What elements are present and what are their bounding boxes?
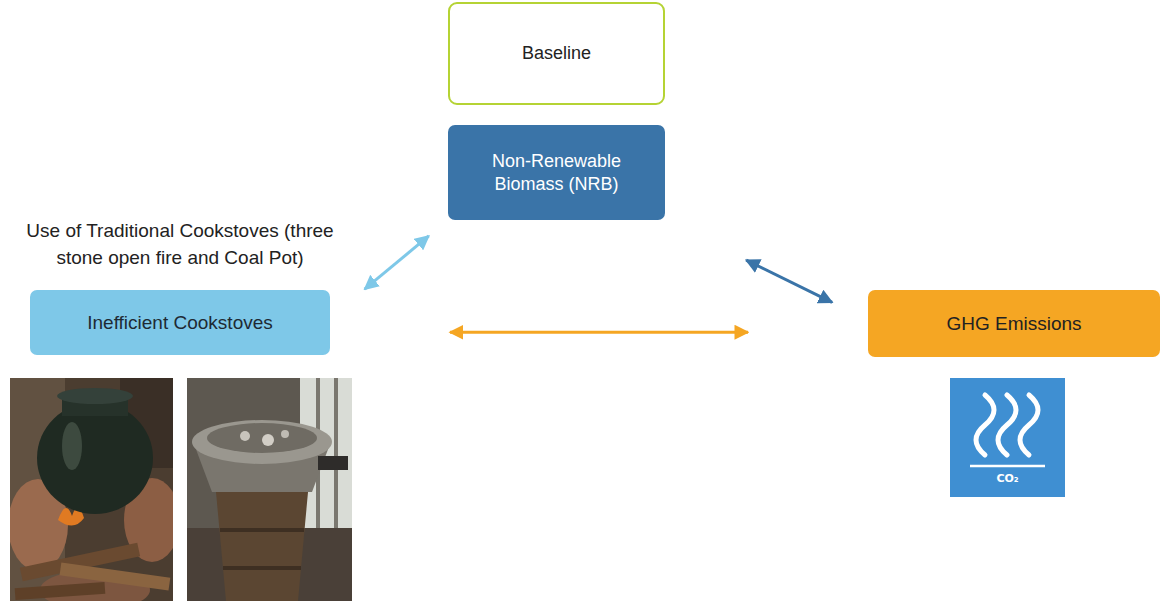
- coal-pot-photo-part: [334, 378, 338, 528]
- co2-icon: [950, 378, 1065, 497]
- co2-icon-part: [998, 395, 1016, 455]
- double-arrow: [746, 260, 832, 302]
- node-label: Inefficient Cookstoves: [87, 311, 273, 335]
- baseline-box: Baseline: [448, 2, 665, 105]
- three-stone-fire-photo-part: [62, 422, 82, 470]
- three-stone-fire-photo-part: [37, 402, 153, 514]
- coal-pot-photo-part: [192, 420, 332, 464]
- three-stone-fire-photo: [10, 378, 173, 601]
- coal-pot-photo-part: [281, 430, 289, 438]
- co2-icon-part: [970, 465, 1045, 468]
- node-label: GHG Emissions: [946, 312, 1081, 336]
- coal-pot-photo-part: [216, 492, 308, 601]
- process-box: Non-Renewable Biomass (NRB): [448, 125, 665, 220]
- process-box: GHG Emissions: [868, 290, 1160, 357]
- three-stone-fire-photo-part: [57, 388, 133, 404]
- icon-label: CO₂: [950, 472, 1065, 485]
- coal-pot-photo-part: [187, 378, 352, 601]
- coal-pot-photo-part: [223, 566, 301, 570]
- node-label: Non-Renewable Biomass (NRB): [468, 150, 645, 195]
- coal-pot-photo: [187, 378, 352, 601]
- coal-pot-photo-part: [240, 431, 250, 441]
- process-box: Use of Traditional Cookstoves (three sto…: [30, 290, 330, 355]
- co2-icon-part: [1020, 395, 1038, 455]
- coal-pot-photo-part: [318, 456, 348, 470]
- double-arrow: [365, 236, 429, 289]
- double-arrow: [450, 331, 748, 334]
- co2-icon-part: [976, 395, 994, 455]
- coal-pot-photo-part: [262, 434, 274, 446]
- co2-icon-part: [950, 378, 1065, 497]
- coal-pot-photo-part: [207, 423, 317, 453]
- three-stone-fire-photo-part: [15, 582, 106, 600]
- coal-pot-photo-part: [220, 528, 304, 532]
- node-label: Baseline: [522, 42, 591, 65]
- node-heading: Use of Traditional Cookstoves (three sto…: [20, 217, 340, 272]
